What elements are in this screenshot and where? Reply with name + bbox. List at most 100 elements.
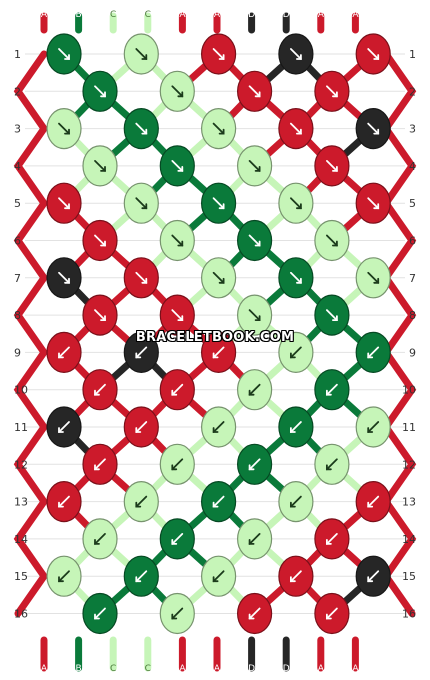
knot[interactable] <box>278 331 314 373</box>
knot[interactable] <box>82 369 118 411</box>
knot[interactable] <box>159 369 195 411</box>
knot[interactable] <box>159 70 195 112</box>
knot[interactable] <box>355 33 391 75</box>
knot[interactable] <box>314 443 350 485</box>
knot[interactable] <box>201 33 237 75</box>
knot[interactable] <box>278 108 314 150</box>
arrow-head-icon <box>177 91 184 98</box>
knot[interactable] <box>82 70 118 112</box>
knot[interactable] <box>237 443 273 485</box>
knot[interactable] <box>46 555 82 597</box>
knot[interactable] <box>123 555 159 597</box>
knot[interactable] <box>159 518 195 560</box>
arrow-icon <box>367 48 380 60</box>
knot[interactable] <box>123 182 159 224</box>
row-label-left: 9 <box>14 346 21 359</box>
knot[interactable] <box>159 592 195 635</box>
arrow-head-icon <box>171 389 178 396</box>
knot[interactable] <box>314 294 350 336</box>
knot[interactable] <box>355 481 391 523</box>
arrow-icon <box>248 159 261 172</box>
knot[interactable] <box>82 518 118 560</box>
arrow-head-icon <box>212 427 219 433</box>
arrow-head-icon <box>218 128 225 135</box>
arrow-head-icon <box>373 203 380 210</box>
knot[interactable] <box>123 33 159 75</box>
knot[interactable] <box>201 331 237 373</box>
knot[interactable] <box>355 182 391 224</box>
knot[interactable] <box>159 145 195 187</box>
knot[interactable] <box>159 219 195 262</box>
knot[interactable] <box>314 145 350 187</box>
strand-letter-top: A <box>352 10 359 20</box>
knot[interactable] <box>201 182 237 224</box>
knot[interactable] <box>46 182 82 224</box>
knot[interactable] <box>355 257 391 299</box>
knot[interactable] <box>82 145 118 187</box>
knot[interactable] <box>46 257 82 299</box>
arrow-icon <box>58 122 70 135</box>
knot[interactable] <box>159 294 195 336</box>
knot[interactable] <box>314 592 350 635</box>
arrow-head-icon <box>212 501 219 508</box>
arrow-icon <box>367 271 380 284</box>
knot[interactable] <box>159 443 195 485</box>
arrow-icon <box>212 421 225 433</box>
knot[interactable] <box>278 481 314 523</box>
knot[interactable] <box>237 592 273 635</box>
knot[interactable] <box>355 406 391 448</box>
knot[interactable] <box>201 108 237 150</box>
row-label-left: 14 <box>14 533 28 546</box>
knot[interactable] <box>237 518 273 560</box>
arrow-head-icon <box>331 165 338 172</box>
strand-letter-top: B <box>76 10 82 20</box>
knot[interactable] <box>123 406 159 448</box>
knot[interactable] <box>355 108 391 150</box>
knot[interactable] <box>123 481 159 523</box>
knot[interactable] <box>82 592 118 635</box>
arrow-icon <box>58 346 70 359</box>
row-label-right: 4 <box>409 160 416 173</box>
knot[interactable] <box>46 331 82 373</box>
knot[interactable] <box>201 406 237 448</box>
knot[interactable] <box>278 33 314 75</box>
knot[interactable] <box>201 481 237 523</box>
edge-strand <box>381 50 417 617</box>
knot[interactable] <box>123 331 159 373</box>
knot[interactable] <box>355 331 391 373</box>
knot[interactable] <box>314 518 350 560</box>
knot[interactable] <box>237 145 273 187</box>
knot[interactable] <box>46 406 82 448</box>
arrow-icon <box>248 383 261 396</box>
knot[interactable] <box>46 33 82 75</box>
knot[interactable] <box>355 555 391 597</box>
knot[interactable] <box>123 108 159 150</box>
knot[interactable] <box>82 294 118 336</box>
row-label-left: 3 <box>14 123 21 136</box>
knot[interactable] <box>237 369 273 411</box>
knot[interactable] <box>278 257 314 299</box>
knot[interactable] <box>278 406 314 448</box>
knot[interactable] <box>314 70 350 112</box>
row-label-right: 16 <box>402 608 416 621</box>
knot[interactable] <box>82 443 118 485</box>
knot[interactable] <box>314 219 350 262</box>
knot[interactable] <box>201 257 237 299</box>
knot[interactable] <box>46 481 82 523</box>
arrow-icon <box>58 495 70 508</box>
knot[interactable] <box>278 182 314 224</box>
knot[interactable] <box>237 70 273 112</box>
knot[interactable] <box>237 219 273 262</box>
knot[interactable] <box>82 219 118 262</box>
strand-letter-top: C <box>110 10 116 20</box>
knot[interactable] <box>201 555 237 597</box>
arrow-head-icon <box>141 54 148 60</box>
arrow-head-icon <box>141 277 148 284</box>
row-label-left: 11 <box>14 421 28 434</box>
knot[interactable] <box>314 369 350 411</box>
knot[interactable] <box>278 555 314 597</box>
knot[interactable] <box>46 108 82 150</box>
knot[interactable] <box>237 294 273 336</box>
arrow-icon <box>248 458 261 471</box>
knot[interactable] <box>123 257 159 299</box>
